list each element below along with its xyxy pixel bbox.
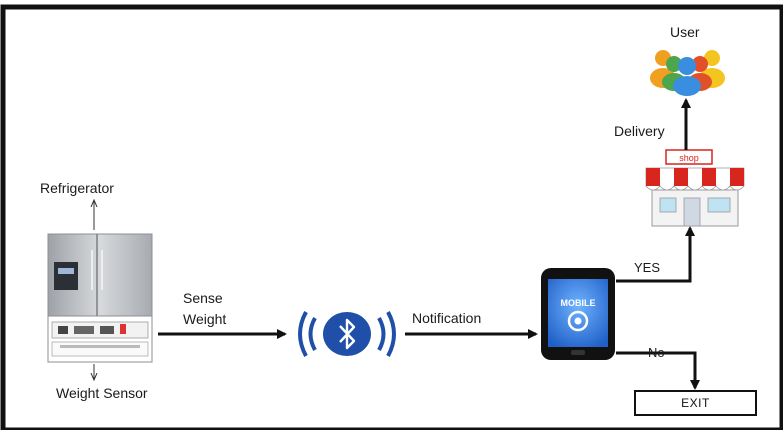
notification-label: Notification (412, 310, 482, 326)
shop-label: shop (679, 153, 699, 163)
bluetooth-icon (298, 311, 396, 357)
shop-icon (645, 149, 745, 227)
exit-node: EXIT (634, 390, 757, 416)
refrigerator-label: Refrigerator (40, 180, 114, 196)
refrigerator-icon (47, 233, 153, 363)
diagram-border (0, 4, 783, 430)
sense-label: Sense (183, 290, 223, 306)
no-arrow (616, 351, 700, 390)
delivery-label: Delivery (614, 123, 665, 139)
mobile-phone-icon (541, 268, 615, 360)
mobile-label: MOBILE (561, 298, 596, 308)
yes-label: YES (634, 260, 661, 275)
yes-arrow (616, 226, 695, 283)
users-group-icon (650, 50, 725, 96)
user-label: User (670, 24, 700, 40)
weight-label: Weight (183, 311, 227, 327)
weight-sensor-label: Weight Sensor (56, 385, 148, 401)
no-label: No (648, 345, 665, 360)
exit-label: EXIT (681, 396, 710, 410)
